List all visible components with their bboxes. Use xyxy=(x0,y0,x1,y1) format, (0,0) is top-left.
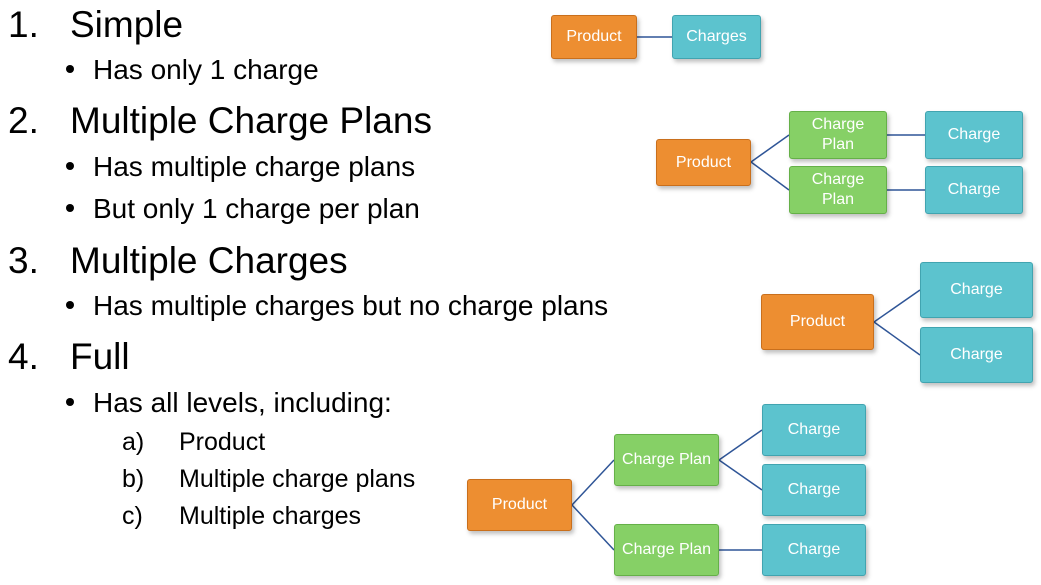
node-label: Charge Plan xyxy=(811,116,865,153)
simple-product-node: Product xyxy=(551,15,637,59)
node-label: Charge xyxy=(787,541,841,558)
node-label: Charge xyxy=(947,126,1001,143)
bullet-icon xyxy=(66,204,74,212)
subitem-c-text: Multiple charges xyxy=(179,502,362,530)
section-2-number: 2. xyxy=(8,100,39,141)
section-1-bullet-1: Has only 1 charge xyxy=(93,54,319,85)
subitem-c-marker: c) xyxy=(122,502,143,530)
plans-product-node: Product xyxy=(656,139,751,186)
connector-line xyxy=(873,289,921,323)
node-label: Charge Plan xyxy=(811,171,865,208)
connector-line xyxy=(571,504,615,551)
section-3-bullet-1: Has multiple charges but no charge plans xyxy=(93,290,609,321)
node-label: Product xyxy=(675,153,732,171)
full-charge-node-3: Charge xyxy=(762,524,866,576)
node-label: Charge xyxy=(950,281,1003,298)
simple-charges-node: Charges xyxy=(672,15,761,59)
section-1-number: 1. xyxy=(8,4,39,45)
connector-line xyxy=(718,459,763,491)
connector-line xyxy=(571,459,615,506)
section-4-bullet-1: Has all levels, including: xyxy=(93,387,392,418)
full-charge-plan-node-1: Charge Plan xyxy=(614,434,719,486)
connector-line xyxy=(873,321,921,356)
subitem-a-marker: a) xyxy=(122,428,145,456)
section-4-number: 4. xyxy=(8,336,39,377)
charges-charge-node-2: Charge xyxy=(920,327,1033,383)
section-3-title: Multiple Charges xyxy=(70,240,348,281)
node-label: Product xyxy=(491,496,548,513)
bullet-icon xyxy=(66,65,74,73)
node-label: Charges xyxy=(686,28,747,45)
subitem-a-text: Product xyxy=(179,428,266,456)
full-charge-plan-node-2: Charge Plan xyxy=(614,524,719,576)
plans-charge-plan-node-2: Charge Plan xyxy=(789,166,887,214)
node-label: Charge Plan xyxy=(622,541,711,558)
connector-line xyxy=(718,429,763,461)
connector-line xyxy=(750,134,790,163)
bullet-icon xyxy=(66,398,74,406)
section-3-number: 3. xyxy=(8,240,39,281)
bullet-icon xyxy=(66,162,74,170)
node-label: Product xyxy=(789,313,846,330)
plans-charge-plan-node-1: Charge Plan xyxy=(789,111,887,159)
plans-charge-node-1: Charge xyxy=(925,111,1023,159)
charges-charge-node-1: Charge xyxy=(920,262,1033,318)
node-label: Charge xyxy=(950,346,1003,363)
charges-product-node: Product xyxy=(761,294,874,350)
node-label: Charge xyxy=(947,181,1001,198)
full-charge-node-2: Charge xyxy=(762,464,866,516)
full-product-node: Product xyxy=(467,479,572,531)
subitem-b-marker: b) xyxy=(122,465,145,493)
plans-charge-node-2: Charge xyxy=(925,166,1023,214)
node-label: Charge xyxy=(787,421,841,438)
bullet-icon xyxy=(66,301,74,309)
section-1-title: Simple xyxy=(70,4,184,45)
connector-line xyxy=(750,161,790,191)
section-2-bullet-2: But only 1 charge per plan xyxy=(93,193,420,224)
full-charge-node-1: Charge xyxy=(762,404,866,456)
section-2-bullet-1: Has multiple charge plans xyxy=(93,151,416,182)
node-label: Product xyxy=(566,28,622,45)
section-2-title: Multiple Charge Plans xyxy=(70,100,432,141)
node-label: Charge Plan xyxy=(622,451,711,468)
node-label: Charge xyxy=(787,481,841,498)
subitem-b-text: Multiple charge plans xyxy=(179,465,416,493)
section-4-title: Full xyxy=(70,336,130,377)
